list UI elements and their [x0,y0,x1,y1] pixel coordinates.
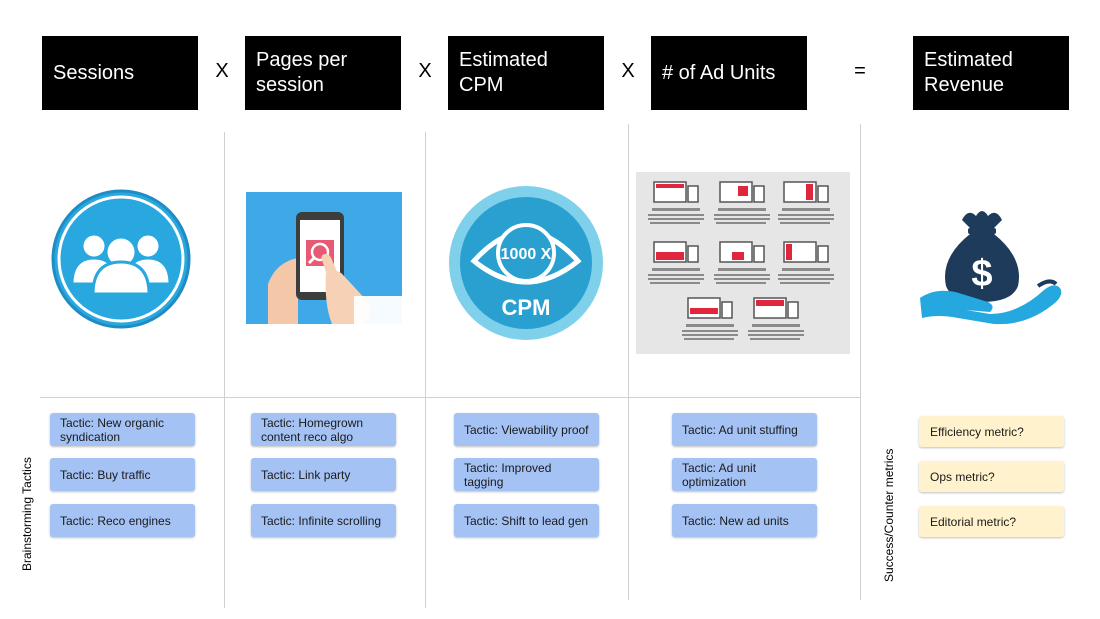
header-revenue-line1: Estimated [924,49,1013,71]
eye-cpm-icon: 1000 X CPM [448,185,604,341]
header-sessions: Sessions [42,36,198,110]
tactic-ad-units-2: Tactic: Ad unit optimization [672,458,817,491]
header-cpm-line2: CPM [459,74,504,96]
group-users-icon [50,188,192,330]
ad-formats-infographic [636,172,850,354]
success-counter-metrics-label: Success/Counter metrics [882,448,896,582]
divider-2 [425,132,426,608]
row-divider [40,397,860,398]
header-estimated-revenue: Estimated Revenue [913,36,1069,110]
tactic-ad-units-1: Tactic: Ad unit stuffing [672,413,817,446]
tactic-pages-1: Tactic: Homegrown content reco algo [251,413,396,446]
metric-2: Ops metric? [919,461,1064,492]
brainstorming-tactics-label: Brainstorming Tactics [20,457,34,571]
tactic-cpm-1: Tactic: Viewability proof [454,413,599,446]
header-sessions-label: Sessions [53,61,135,84]
phone-search-icon [246,192,402,324]
eye-cpm-bottom-text: CPM [502,295,551,320]
metric-3: Editorial metric? [919,506,1064,537]
tactic-pages-3: Tactic: Infinite scrolling [251,504,396,537]
equals-operator: = [854,60,866,82]
header-pages-per-session: Pages per session [245,36,401,110]
multiply-operator-2: X [418,60,432,82]
tactic-cpm-3: Tactic: Shift to lead gen [454,504,599,537]
divider-1 [224,132,225,608]
divider-4 [860,124,861,600]
header-pages-line2: session [256,74,324,96]
tactic-cpm-2: Tactic: Improved tagging [454,458,599,491]
tactic-sessions-1: Tactic: New organic syndication [50,413,195,446]
svg-text:$: $ [971,253,992,295]
eye-cpm-top-text: 1000 X [501,246,552,263]
divider-3 [628,124,629,600]
multiply-operator-3: X [621,60,635,82]
tactic-sessions-2: Tactic: Buy traffic [50,458,195,491]
metric-1: Efficiency metric? [919,416,1064,447]
header-pages-line1: Pages per [256,49,348,71]
multiply-operator-1: X [215,60,229,82]
header-ad-units-label: # of Ad Units [662,61,776,84]
tactic-ad-units-3: Tactic: New ad units [672,504,817,537]
header-ad-units: # of Ad Units [651,36,807,110]
money-bag-hand-icon: $ [918,206,1064,326]
header-cpm-line1: Estimated [459,49,548,71]
tactic-sessions-3: Tactic: Reco engines [50,504,195,537]
header-estimated-cpm: Estimated CPM [448,36,604,110]
tactic-pages-2: Tactic: Link party [251,458,396,491]
header-revenue-line2: Revenue [924,74,1005,96]
